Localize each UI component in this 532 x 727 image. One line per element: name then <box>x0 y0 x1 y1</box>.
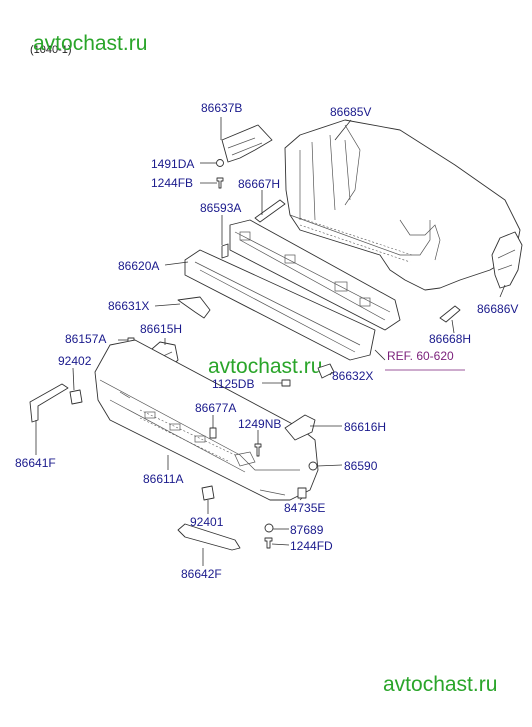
part-86620A-shape <box>184 249 376 361</box>
part-86631X-shape <box>177 296 211 319</box>
part-labels: 86637B 86685V 1491DA 1244FB 86667H 86593… <box>15 101 518 581</box>
label-1491DA: 1491DA <box>151 157 194 171</box>
part-86686V-shape <box>491 231 523 289</box>
label-92401: 92401 <box>190 515 224 529</box>
watermark-bottom: avtochast.ru <box>383 673 497 696</box>
label-86631X: 86631X <box>108 299 149 313</box>
header-code: (1040-1) <box>30 44 72 56</box>
label-86667H: 86667H <box>238 177 280 191</box>
label-86685V: 86685V <box>330 105 371 119</box>
watermark-middle: avtochast.ru <box>208 355 322 378</box>
reflector-92402 <box>69 389 83 405</box>
fastener-1491DA <box>216 159 224 167</box>
label-86157A: 86157A <box>65 332 106 346</box>
label-86632X: 86632X <box>332 369 373 383</box>
label-1125DB: 1125DB <box>212 377 254 391</box>
label-86593A: 86593A <box>200 201 241 215</box>
fastener-86677A <box>209 427 217 439</box>
part-84735E-shape <box>297 487 307 499</box>
label-1244FB: 1244FB <box>151 176 193 190</box>
part-86637B-shape <box>221 124 273 163</box>
label-84735E: 84735E <box>284 501 325 515</box>
reference-label: REF. 60-620 <box>387 349 454 363</box>
label-86611A: 86611A <box>143 472 183 486</box>
part-86667H-shape <box>254 199 286 223</box>
label-1244FD: 1244FD <box>290 539 333 553</box>
molding-86642F <box>177 523 241 551</box>
screw-1249NB <box>254 443 262 457</box>
label-86677A: 86677A <box>195 401 236 415</box>
label-86637B: 86637B <box>201 101 242 115</box>
label-86686V: 86686V <box>477 302 518 316</box>
label-92402: 92402 <box>58 354 92 368</box>
leader-lines <box>35 117 506 566</box>
molding-86641F <box>29 383 69 423</box>
label-87689: 87689 <box>290 523 324 537</box>
watermark-top: avtochast.ru <box>33 32 147 55</box>
label-86620A: 86620A <box>118 259 159 273</box>
label-86642F: 86642F <box>181 567 222 581</box>
part-86632X-shape <box>317 363 335 379</box>
reflector-92401 <box>201 485 215 501</box>
part-86590-shape <box>308 461 318 471</box>
rear-rail-beam <box>221 219 401 331</box>
screw-1244FD <box>264 537 273 549</box>
label-86641F: 86641F <box>15 456 56 470</box>
part-86668H-shape <box>439 305 461 323</box>
label-1249NB: 1249NB <box>238 417 281 431</box>
bolt-1125DB <box>281 379 291 387</box>
label-86615H: 86615H <box>140 322 182 336</box>
label-86616H: 86616H <box>344 420 386 434</box>
body-rear-structure <box>284 119 521 291</box>
label-86590: 86590 <box>344 459 378 473</box>
label-86668H: 86668H <box>429 332 471 346</box>
bumper-cover-86611A <box>94 339 319 501</box>
nut-87689 <box>264 523 274 533</box>
fastener-1244FB <box>216 177 224 189</box>
